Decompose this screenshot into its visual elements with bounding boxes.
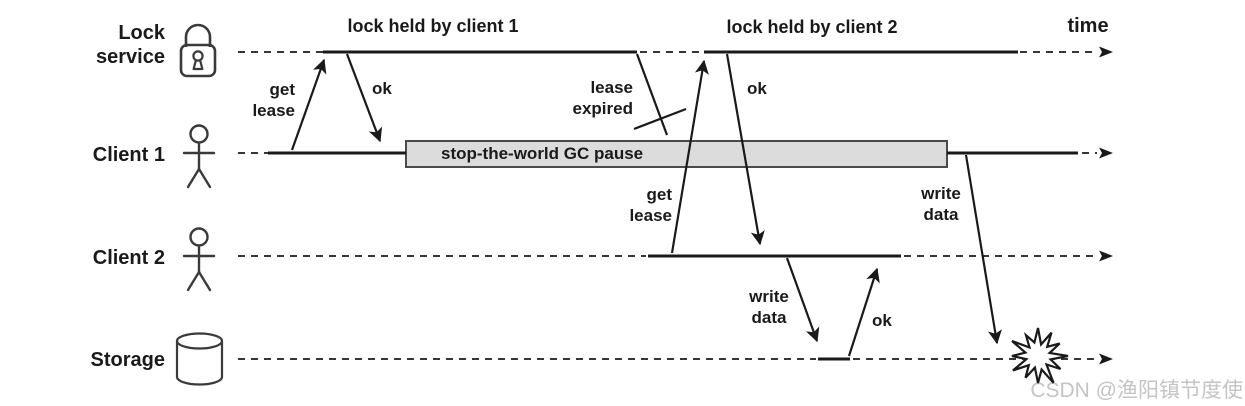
actor-label-client-2: Client 2 (92, 247, 165, 269)
actor-label-client-1: Client 1 (92, 144, 165, 166)
lease-expired-cross (633, 107, 687, 131)
write-data-2-label: write data (749, 287, 789, 327)
ok-2-label: ok (747, 79, 767, 98)
person-icon (182, 227, 216, 292)
get-lease-2-label: get lease (629, 185, 672, 225)
arrowhead (1099, 353, 1113, 365)
padlock-icon (179, 23, 217, 78)
arrowhead (1099, 46, 1113, 58)
lock-held-by-client-1-label: lock held by client 1 (347, 16, 519, 37)
get-lease-1-arrow (290, 58, 327, 151)
lease-expired-label: lease expired (572, 78, 633, 118)
time-axis-label: time (1067, 14, 1109, 37)
watermark-text: CSDN @渔阳镇节度使 (1030, 379, 1243, 402)
database-cylinder-icon (175, 332, 224, 386)
person-icon (182, 124, 216, 189)
write-data-1-arrow (964, 154, 1002, 345)
gc-pause-label: stop-the-world GC pause (441, 144, 644, 163)
storage-timeline (238, 353, 1113, 365)
arrowhead (1099, 250, 1113, 262)
get-lease-1-label: get lease (252, 80, 295, 120)
actor-label-lock-service: Lock service (96, 22, 165, 69)
lock-held-by-client-2-label: lock held by client 2 (726, 17, 898, 38)
gc-pause-box: stop-the-world GC pause (405, 140, 948, 168)
write-data-1-label: write data (921, 184, 961, 224)
write-data-2-arrow (785, 257, 820, 343)
lease-expired-line (635, 53, 669, 136)
lock-service-timeline (238, 46, 1113, 58)
arrowhead (1099, 147, 1113, 159)
ok-3-label: ok (872, 311, 892, 330)
client-2-timeline (238, 250, 1113, 262)
ok-1-label: ok (372, 79, 392, 98)
actor-label-storage: Storage (90, 349, 165, 371)
